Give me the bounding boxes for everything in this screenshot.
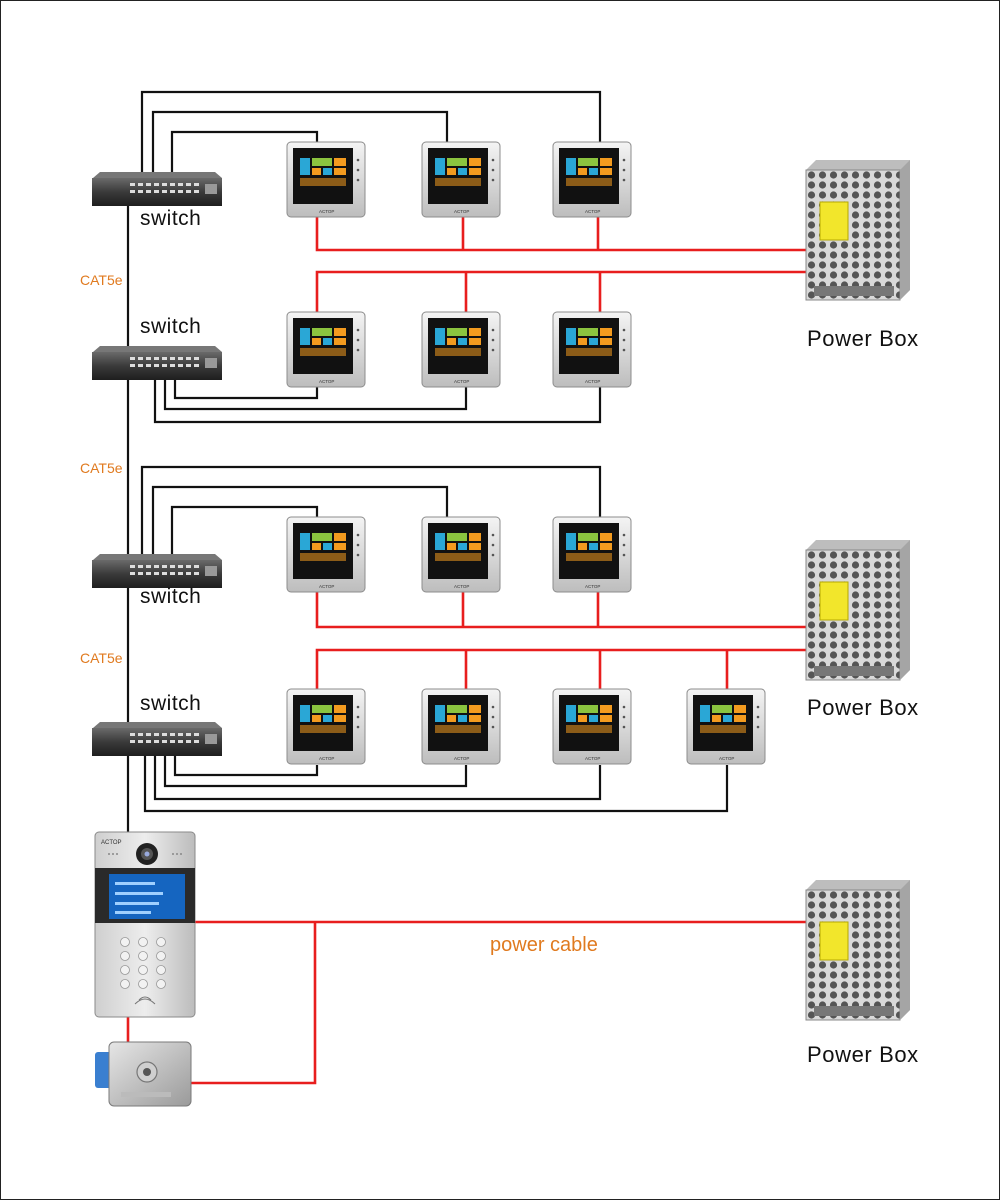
s2-cable-b [163,375,468,411]
indoor-monitor-r4-1 [286,688,366,765]
indoor-monitor-r4-3 [552,688,632,765]
pw-row2 [315,270,808,312]
s1-cable-a [140,90,602,180]
switch-label-3: switch [140,585,202,608]
door-station: ACTOP [94,831,196,1018]
s4-cable-b [163,752,468,788]
s4-cable-d [143,752,729,813]
indoor-monitor-r2-2 [421,311,501,388]
power-box-unit-1 [805,160,910,301]
indoor-monitor-r2-3 [552,311,632,388]
s2-cable-a [173,375,319,400]
network-switch-3 [92,554,222,588]
indoor-monitor-r3-3 [552,516,632,593]
s3-cable-c [170,505,319,555]
s2-cable-c [153,375,602,424]
power-cable-label: power cable [490,934,598,956]
indoor-monitor-r3-2 [421,516,501,593]
cat5e-label-3: CAT5e [80,650,123,666]
switch-label-1: switch [140,207,202,230]
pw-row1 [315,217,808,252]
power-box-label-1: Power Box [807,326,919,351]
cat5e-label-1: CAT5e [80,272,123,288]
electric-lock [95,1041,192,1107]
power-box-label-2: Power Box [807,695,919,720]
cat5e-label-2: CAT5e [80,460,123,476]
power-box-unit-3 [805,879,911,1021]
switch-label-2: switch [140,315,202,338]
power-box-label-3: Power Box [807,1042,919,1067]
indoor-monitor-r4-4 [686,688,766,765]
pw-lock-branch [190,922,317,1085]
s1-cable-c [170,130,319,180]
pw-row3 [315,592,808,629]
network-switch-2 [92,346,222,380]
monitor-brand: ACTOP [319,209,334,214]
power-box-unit-2 [805,539,911,681]
door-station-brand: ACTOP [101,840,122,846]
indoor-monitor-r3-1 [286,516,366,593]
s4-cable-a [173,752,319,777]
power-wires [126,217,808,1085]
s4-cable-c [153,752,602,801]
indoor-monitor-r1-3 [552,141,632,218]
network-switch-4 [92,722,222,756]
pw-row4 [315,648,808,690]
network-switch-1 [92,172,222,206]
indoor-monitor-r2-1 [286,311,366,388]
switch-label-4: switch [140,692,202,715]
s1-cable-b [151,110,449,180]
s3-cable-b [151,485,449,555]
indoor-monitor-r1-2 [421,141,501,218]
s3-cable-a [140,465,602,555]
indoor-monitor-r1-1: ACTOP [286,141,366,218]
indoor-monitor-r4-2 [421,688,501,765]
